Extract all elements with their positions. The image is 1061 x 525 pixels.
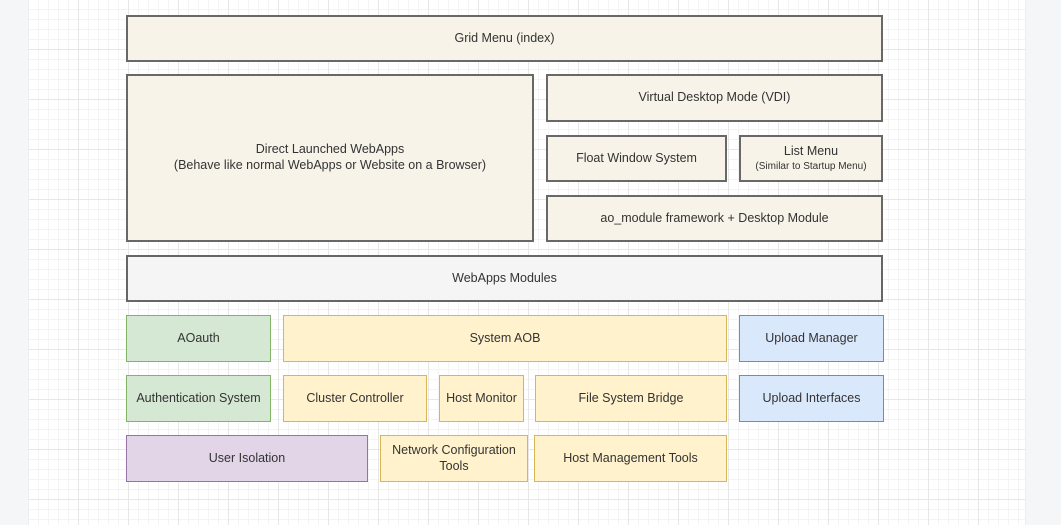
node-upload-interfaces[interactable]: Upload Interfaces <box>739 375 884 422</box>
node-network-configuration-tools[interactable]: Network Configuration Tools <box>380 435 528 482</box>
node-host-management-tools-label: Host Management Tools <box>563 450 698 465</box>
node-network-configuration-tools-label: Network Configuration Tools <box>392 442 516 473</box>
node-virtual-desktop-mode[interactable]: Virtual Desktop Mode (VDI) <box>546 74 883 122</box>
node-grid-menu-label: Grid Menu (index) <box>454 30 555 45</box>
node-upload-manager-label: Upload Manager <box>765 330 858 345</box>
node-host-monitor[interactable]: Host Monitor <box>439 375 524 422</box>
node-upload-interfaces-label: Upload Interfaces <box>762 390 861 405</box>
node-webapps-modules-label: WebApps Modules <box>452 270 557 285</box>
node-user-isolation[interactable]: User Isolation <box>126 435 368 482</box>
node-float-window-system-label: Float Window System <box>576 150 697 165</box>
node-direct-launched-webapps-sublabel: (Behave like normal WebApps or Website o… <box>173 158 487 172</box>
node-list-menu-sublabel: (Similar to Startup Menu) <box>755 160 867 172</box>
node-upload-manager[interactable]: Upload Manager <box>739 315 884 362</box>
node-authentication-system[interactable]: Authentication System <box>126 375 271 422</box>
node-file-system-bridge[interactable]: File System Bridge <box>535 375 727 422</box>
node-direct-launched-webapps-label: Direct Launched WebApps <box>255 142 405 157</box>
node-list-menu[interactable]: List Menu (Similar to Startup Menu) <box>739 135 883 182</box>
node-cluster-controller-label: Cluster Controller <box>306 390 404 405</box>
node-host-management-tools[interactable]: Host Management Tools <box>534 435 727 482</box>
node-system-aob-label: System AOB <box>469 330 541 345</box>
node-user-isolation-label: User Isolation <box>208 450 286 465</box>
node-virtual-desktop-mode-label: Virtual Desktop Mode (VDI) <box>638 90 791 105</box>
node-authentication-system-label: Authentication System <box>136 390 261 405</box>
node-host-monitor-label: Host Monitor <box>446 390 517 405</box>
node-float-window-system[interactable]: Float Window System <box>546 135 727 182</box>
node-system-aob[interactable]: System AOB <box>283 315 727 362</box>
node-grid-menu[interactable]: Grid Menu (index) <box>126 15 883 62</box>
node-aoauth-label: AOauth <box>177 330 220 345</box>
node-file-system-bridge-label: File System Bridge <box>578 390 684 405</box>
node-aoauth[interactable]: AOauth <box>126 315 271 362</box>
node-ao-module-framework-label: ao_module framework + Desktop Module <box>600 210 829 225</box>
node-webapps-modules[interactable]: WebApps Modules <box>126 255 883 302</box>
node-list-menu-label: List Menu <box>783 143 839 158</box>
node-direct-launched-webapps[interactable]: Direct Launched WebApps (Behave like nor… <box>126 74 534 242</box>
node-cluster-controller[interactable]: Cluster Controller <box>283 375 427 422</box>
canvas-margin-right <box>1025 0 1061 525</box>
canvas-margin-left <box>0 0 29 525</box>
node-ao-module-framework[interactable]: ao_module framework + Desktop Module <box>546 195 883 242</box>
